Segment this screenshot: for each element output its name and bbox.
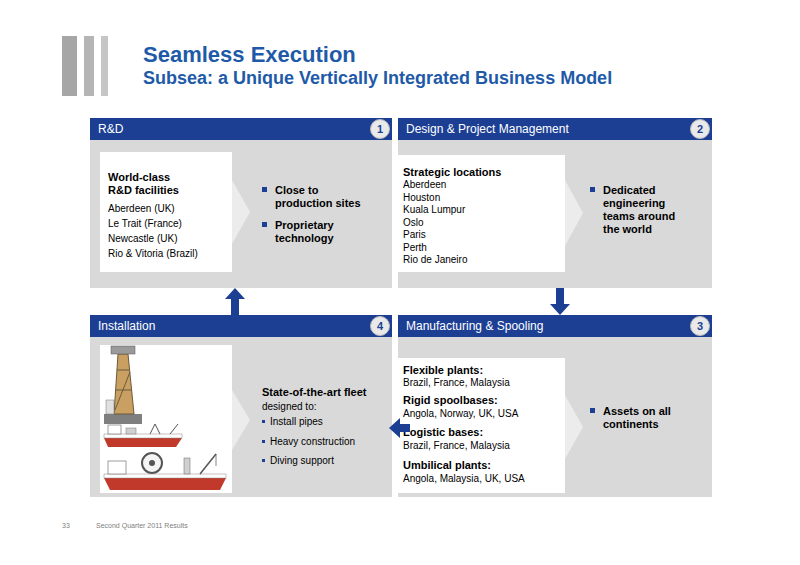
- logo-bar: [84, 36, 94, 96]
- crane: [200, 454, 216, 474]
- panel-header: R&D: [90, 118, 392, 140]
- bullet-text: Diving support: [262, 455, 387, 467]
- bullet-text: Install pipes: [262, 416, 387, 428]
- chevron: [565, 180, 583, 246]
- list-item: Le Trait (France): [108, 218, 230, 230]
- page-number: 33: [62, 522, 70, 529]
- panel-header: Design & Project Management: [398, 118, 712, 140]
- stage-panel: R&D Close to production sitesProprietary …: [90, 118, 392, 288]
- box-heading: World-class R&D facilities: [108, 171, 193, 197]
- logo-bar: [62, 36, 77, 96]
- step-number: 4: [370, 316, 390, 336]
- vessel-illustration: [104, 453, 226, 490]
- derrick-brace: [116, 390, 132, 391]
- a-frame: [150, 424, 160, 434]
- chevron: [232, 390, 250, 450]
- derrick-brace: [115, 372, 130, 410]
- derrick-brace: [117, 370, 129, 371]
- deck-equipment: [126, 428, 136, 434]
- barge: [104, 414, 142, 424]
- vessel-illustration: [104, 424, 182, 447]
- stage-panel: Design & Project ManagementDedicated eng…: [398, 118, 712, 288]
- asset-box: Flexible plants:Brazil, France, Malaysia…: [398, 358, 565, 493]
- box-heading: Umbilical plants:: [403, 459, 561, 472]
- hull: [104, 478, 226, 490]
- list-item: Paris: [403, 229, 558, 241]
- list-item: Kuala Lumpur: [403, 204, 558, 216]
- derrick-top: [111, 346, 135, 354]
- list-item: Aberdeen: [403, 179, 558, 191]
- list-item: Rio de Janeiro: [403, 254, 558, 266]
- fleet-heading: State-of-the-art fleet: [262, 386, 390, 399]
- chevron: [232, 180, 250, 244]
- logo-bar: [101, 36, 108, 96]
- flow-arrow: [225, 288, 245, 315]
- stage-panel: Manufacturing & SpoolingAssets on all co…: [398, 315, 712, 497]
- location-box: Strategic locationsAberdeenHoustonKuala …: [398, 155, 565, 272]
- deck: [104, 434, 182, 438]
- step-number: 2: [690, 119, 710, 139]
- list-item: Newcastle (UK): [108, 233, 230, 245]
- platform-illustration: [104, 346, 142, 424]
- footer-note: Second Quarter 2011 Results: [96, 522, 188, 529]
- box-heading: Strategic locations: [403, 166, 558, 179]
- step-number-text: 2: [691, 120, 709, 138]
- box-heading: Logistic bases:: [403, 426, 561, 439]
- reel: [142, 453, 162, 473]
- deckhouse: [106, 400, 114, 414]
- slide-title: Seamless Execution: [143, 42, 356, 68]
- stage-panel: InstallationState-of-the-art fleet design…: [90, 315, 392, 497]
- bullet-text: Dedicated engineering teams around the w…: [590, 184, 678, 236]
- list-item: Oslo: [403, 217, 558, 229]
- list-item: Rio & Vitoria (Brazil): [108, 248, 230, 260]
- crane-cable: [216, 454, 217, 466]
- step-number: 1: [370, 119, 390, 139]
- facility-box: World-class R&D facilitiesAberdeen (UK) L…: [100, 152, 232, 272]
- panel-header: Manufacturing & Spooling: [398, 315, 712, 337]
- derrick: [114, 354, 134, 414]
- list-item: Houston: [403, 192, 558, 204]
- step-number-text: 4: [371, 317, 389, 335]
- list-item: Brazil, France, Malaysia: [403, 440, 561, 452]
- step-number-text: 3: [691, 317, 709, 335]
- bullet-text: Assets on all continents: [590, 405, 690, 431]
- bullet-text: Heavy construction: [262, 436, 387, 448]
- flow-arrow: [550, 288, 570, 315]
- box-heading: Flexible plants:: [403, 364, 561, 377]
- fleet-intro: designed to:: [262, 401, 390, 413]
- panel-header: Installation: [90, 315, 392, 337]
- subtitle: Subsea: a Unique Vertically Integrated B…: [143, 68, 612, 89]
- flow-arrow: [389, 418, 410, 438]
- bridge: [108, 425, 121, 434]
- reel-hub: [149, 460, 155, 466]
- list-item: Aberdeen (UK): [108, 203, 230, 215]
- list-item: Angola, Norway, UK, USA: [403, 408, 561, 420]
- list-item: Perth: [403, 242, 558, 254]
- bullet-text: Close to production sites: [262, 184, 362, 210]
- chevron: [565, 395, 583, 459]
- bullet-text: Proprietary technology: [262, 219, 362, 245]
- list-item: Angola, Malaysia, UK, USA: [403, 473, 561, 485]
- hull: [104, 438, 182, 447]
- box-heading: Rigid spoolbases:: [403, 394, 561, 407]
- step-number: 3: [690, 316, 710, 336]
- crane: [170, 424, 178, 434]
- image-box: [100, 345, 232, 493]
- bridge: [108, 461, 126, 474]
- list-item: Brazil, France, Malaysia: [403, 377, 561, 389]
- step-number-text: 1: [371, 120, 389, 138]
- tower: [184, 458, 190, 474]
- deck: [104, 474, 226, 478]
